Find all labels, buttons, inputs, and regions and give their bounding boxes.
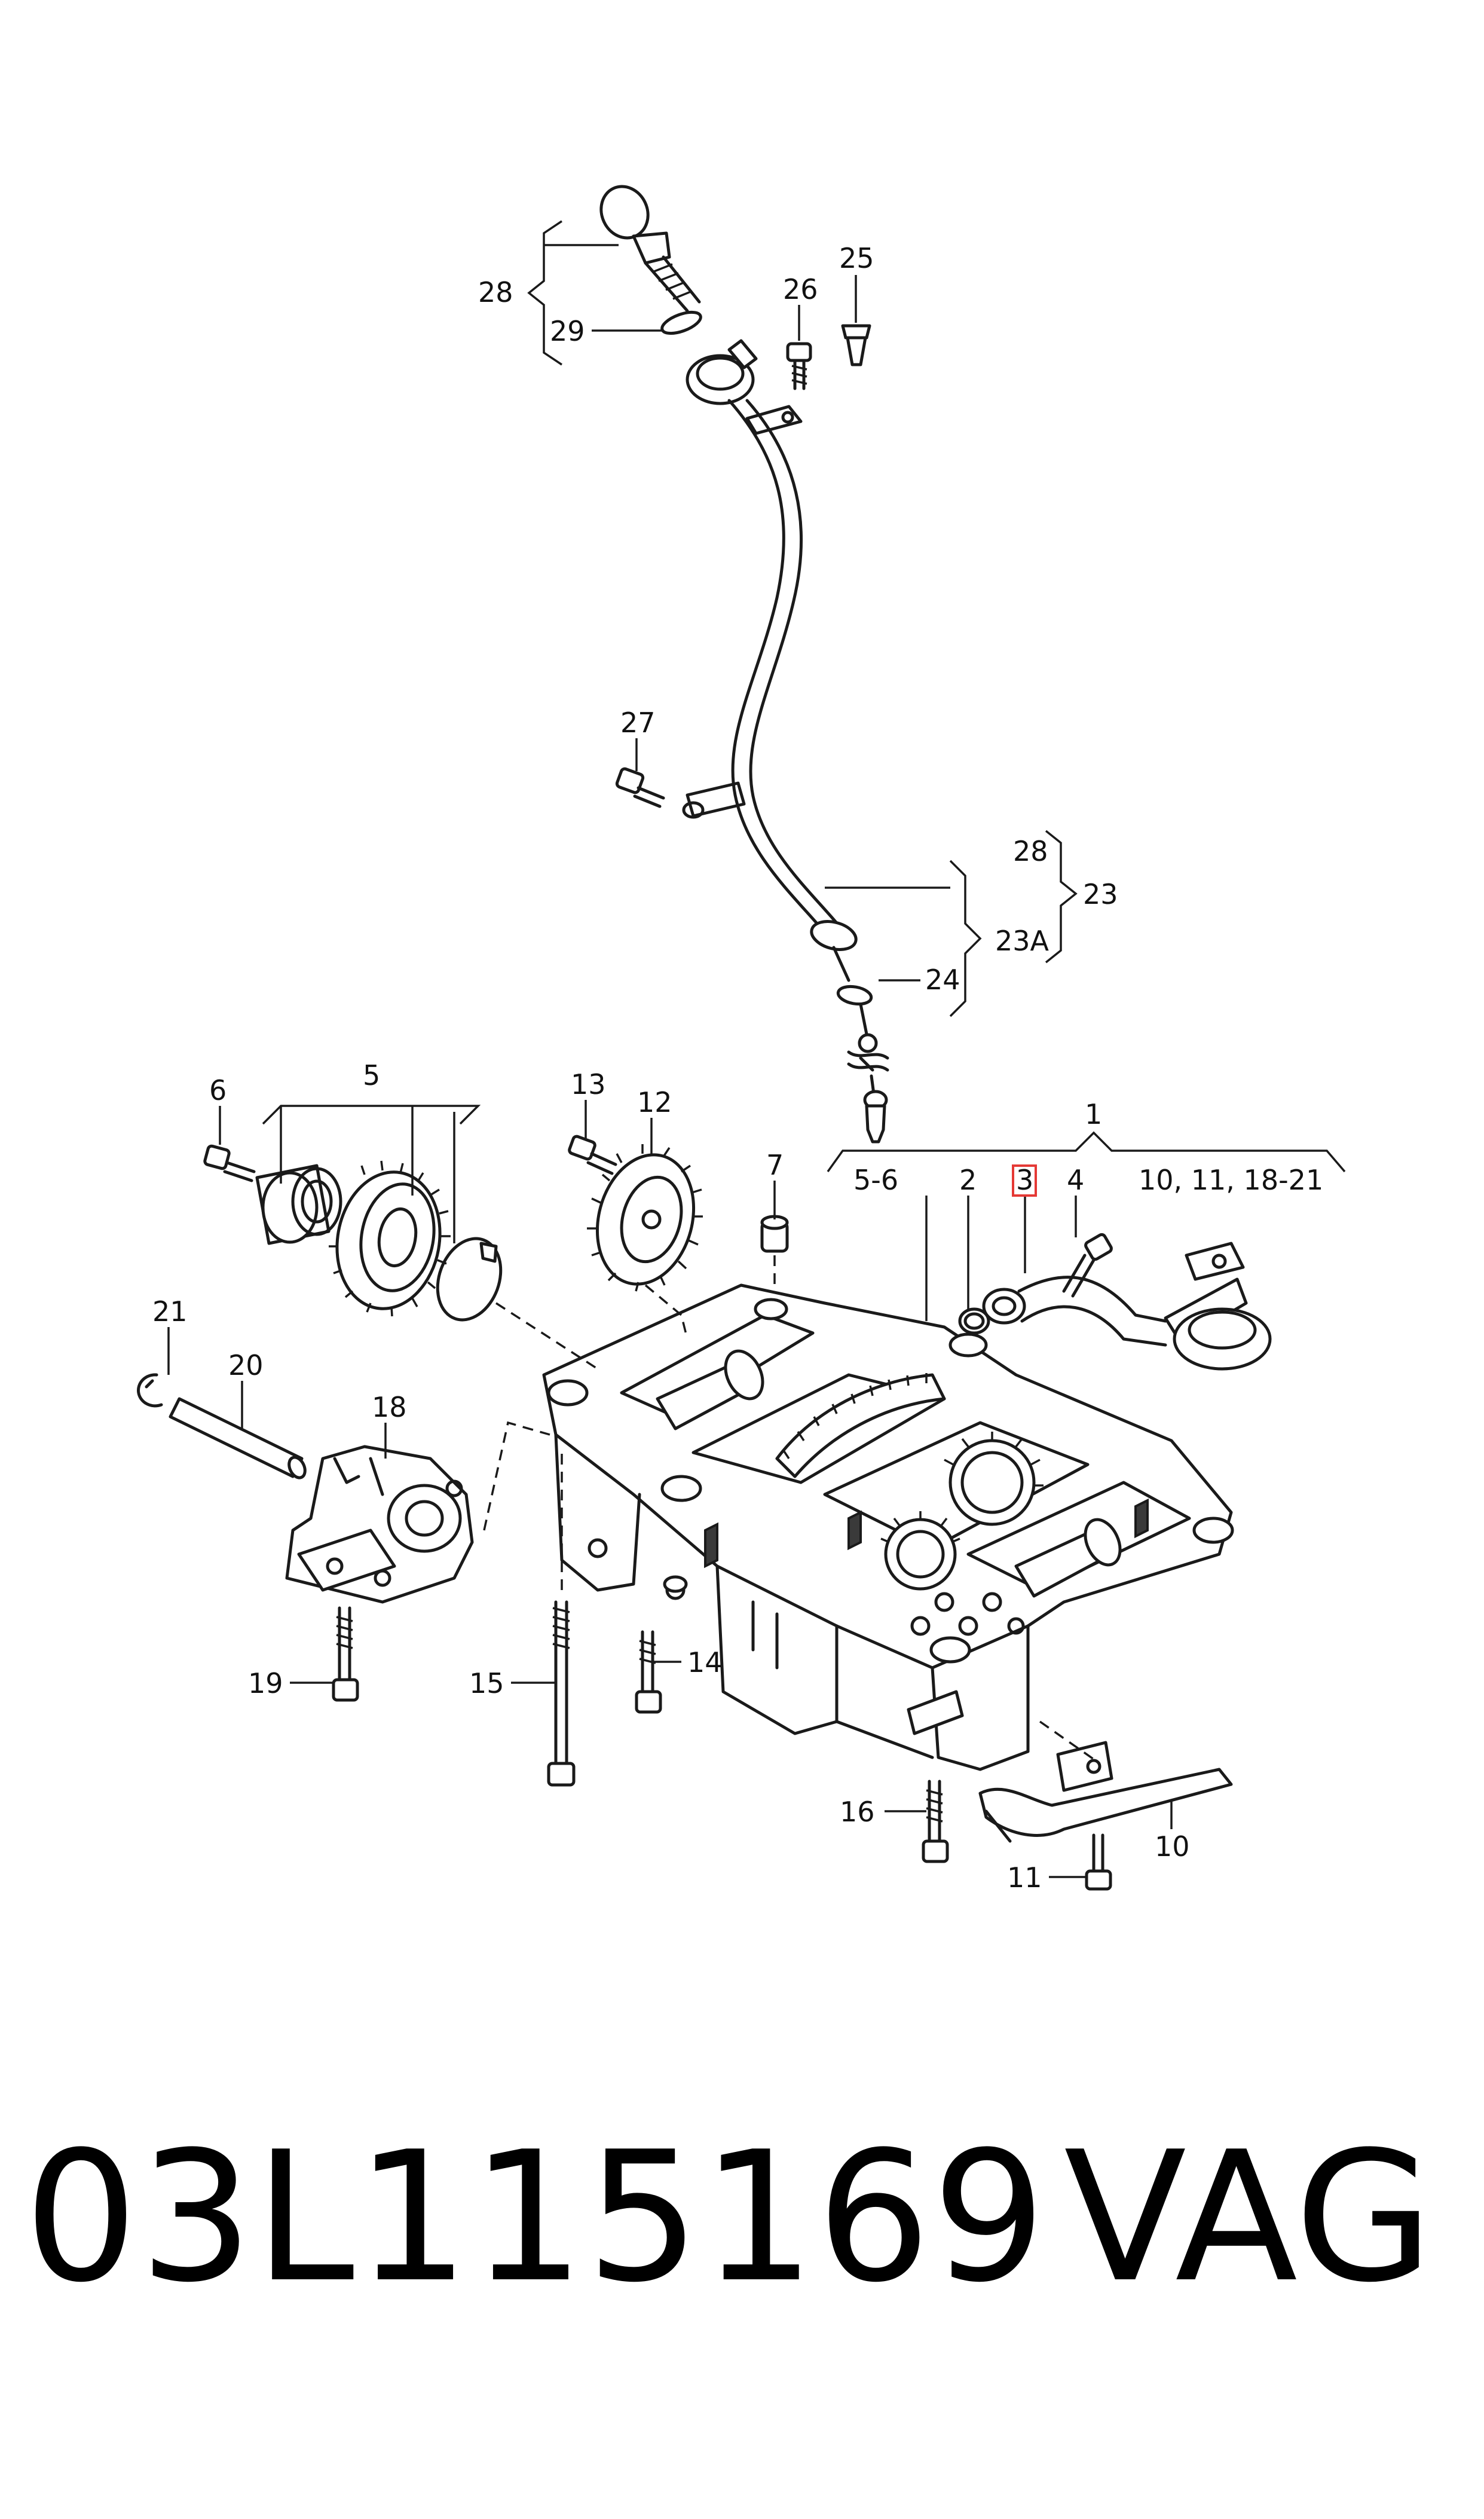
callout-14: 14	[687, 1646, 723, 1679]
clip-25-icon	[841, 324, 871, 366]
bolt-14-icon	[635, 1630, 662, 1714]
bolt-26-icon	[786, 342, 812, 390]
sleeve-7-icon	[760, 1215, 789, 1253]
callout-24: 24	[925, 964, 960, 996]
bolt-19-icon	[332, 1606, 359, 1702]
callout-20: 20	[228, 1349, 264, 1381]
callout-25: 25	[839, 242, 874, 274]
part-number: 03L115169	[24, 2113, 1048, 2322]
callout-29: 29	[550, 315, 585, 347]
bolt-6-icon	[203, 1144, 256, 1182]
callout-13: 13	[571, 1068, 606, 1100]
callout-4: 4	[1067, 1164, 1084, 1196]
oil-pump-18	[285, 1445, 474, 1604]
gear-12	[587, 1144, 703, 1292]
leader-lines	[167, 220, 1346, 1878]
circlip-21-icon	[137, 1373, 163, 1408]
callout-5-6: 5-6	[853, 1164, 898, 1196]
alignment-line-pump	[483, 1421, 550, 1531]
callout-15: 15	[469, 1667, 504, 1699]
callout-23A: 23A	[995, 925, 1049, 957]
suction-pipe-3	[982, 1242, 1272, 1371]
brand-label: VAG	[1064, 2113, 1434, 2322]
callout-11: 11	[1007, 1861, 1042, 1894]
callout-5: 5	[363, 1059, 380, 1092]
bolt-16-icon	[922, 1780, 949, 1863]
callout-28-top: 28	[478, 276, 513, 308]
gear-assembly-5	[255, 1160, 503, 1322]
callout-23: 23	[1083, 878, 1118, 910]
bolt-11-icon	[1085, 1833, 1112, 1891]
callout-12: 12	[637, 1086, 672, 1118]
highlight-box-3	[1012, 1164, 1037, 1197]
oil-pipe-10	[978, 1741, 1233, 1843]
alignment-line-5	[495, 1302, 598, 1370]
bolt-27-icon	[615, 767, 665, 808]
alignment-line-12	[644, 1284, 689, 1340]
callout-3: 3	[1016, 1164, 1033, 1196]
dipstick-assembly	[599, 185, 889, 1144]
callout-27: 27	[620, 707, 656, 739]
shaft-20-icon	[169, 1397, 307, 1479]
bolt-15-icon	[547, 1600, 576, 1787]
callout-26: 26	[783, 273, 818, 305]
callout-10-11-18-21: 10, 11, 18-21	[1139, 1164, 1323, 1196]
callout-28-right: 28	[1013, 835, 1048, 867]
bolt-4-icon	[1062, 1233, 1113, 1298]
callout-10: 10	[1155, 1830, 1190, 1863]
balance-shaft-housing	[542, 1283, 1234, 1771]
callout-7: 7	[766, 1149, 784, 1181]
bolt-13-icon	[568, 1135, 617, 1175]
o-ring-2-icon	[958, 1307, 990, 1335]
callout-labels: 28 29 26 25 27 28 23 23A 24 1 5-6 2 3 4 …	[152, 242, 1323, 1894]
callout-6: 6	[209, 1074, 227, 1106]
callout-18: 18	[372, 1391, 407, 1423]
callout-19: 19	[248, 1667, 283, 1699]
callout-2: 2	[959, 1164, 977, 1196]
callout-21: 21	[152, 1295, 188, 1328]
callout-16: 16	[840, 1796, 875, 1828]
callout-1: 1	[1085, 1098, 1102, 1130]
